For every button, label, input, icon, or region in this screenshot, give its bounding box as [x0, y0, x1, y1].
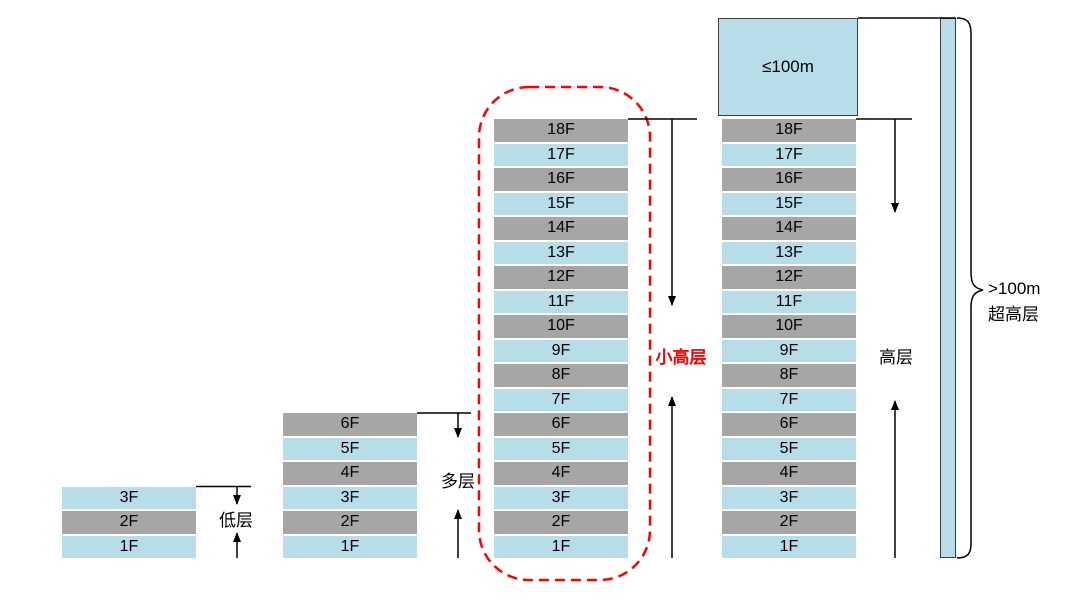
floor-12f: 12F [722, 266, 856, 289]
floor-1f: 1F [62, 535, 196, 558]
super-high-rise-brace [956, 17, 984, 559]
floor-2f: 2F [62, 511, 196, 534]
floor-6f: 6F [283, 413, 417, 436]
super-high-rise-bar [940, 18, 956, 558]
floor-1f: 1F [494, 535, 628, 558]
floor-13f: 13F [722, 241, 856, 264]
floor-9f: 9F [722, 339, 856, 362]
floor-17f: 17F [722, 143, 856, 166]
floor-15f: 15F [494, 192, 628, 215]
floor-3f: 3F [283, 486, 417, 509]
floor-16f: 16F [722, 168, 856, 191]
small-high-rise-label: 小高层 [655, 348, 707, 367]
floor-3f: 3F [722, 486, 856, 509]
floor-8f: 8F [722, 364, 856, 387]
floor-4f: 4F [494, 462, 628, 485]
floor-3f: 3F [494, 486, 628, 509]
floor-2f: 2F [494, 511, 628, 534]
high-rise-label: 高层 [879, 348, 913, 367]
floor-11f: 11F [494, 290, 628, 313]
floor-15f: 15F [722, 192, 856, 215]
floor-10f: 10F [722, 315, 856, 338]
multi-storey-label: 多层 [441, 472, 475, 491]
floor-1f: 1F [722, 535, 856, 558]
floor-6f: 6F [722, 413, 856, 436]
floor-11f: 11F [722, 290, 856, 313]
floor-13f: 13F [494, 241, 628, 264]
floor-2f: 2F [283, 511, 417, 534]
floor-18f: 18F [494, 119, 628, 142]
floor-5f: 5F [494, 437, 628, 460]
floor-17f: 17F [494, 143, 628, 166]
floor-4f: 4F [722, 462, 856, 485]
super-high-rise-label: >100m 超高层 [988, 276, 1040, 328]
floor-1f: 1F [283, 535, 417, 558]
floor-6f: 6F [494, 413, 628, 436]
low-rise-label: 低层 [219, 511, 253, 530]
floor-4f: 4F [283, 462, 417, 485]
floor-8f: 8F [494, 364, 628, 387]
height-cap-box: ≤100m [718, 18, 858, 116]
floor-5f: 5F [722, 437, 856, 460]
floor-10f: 10F [494, 315, 628, 338]
floor-14f: 14F [722, 217, 856, 240]
super-high-rise-name: 超高层 [988, 305, 1039, 324]
floor-14f: 14F [494, 217, 628, 240]
height-cap-label: ≤100m [762, 57, 814, 76]
floor-12f: 12F [494, 266, 628, 289]
floor-2f: 2F [722, 511, 856, 534]
floor-16f: 16F [494, 168, 628, 191]
floor-5f: 5F [283, 437, 417, 460]
super-high-rise-height: >100m [988, 279, 1041, 298]
floor-3f: 3F [62, 486, 196, 509]
floor-9f: 9F [494, 339, 628, 362]
floor-18f: 18F [722, 119, 856, 142]
floor-7f: 7F [722, 388, 856, 411]
floor-7f: 7F [494, 388, 628, 411]
